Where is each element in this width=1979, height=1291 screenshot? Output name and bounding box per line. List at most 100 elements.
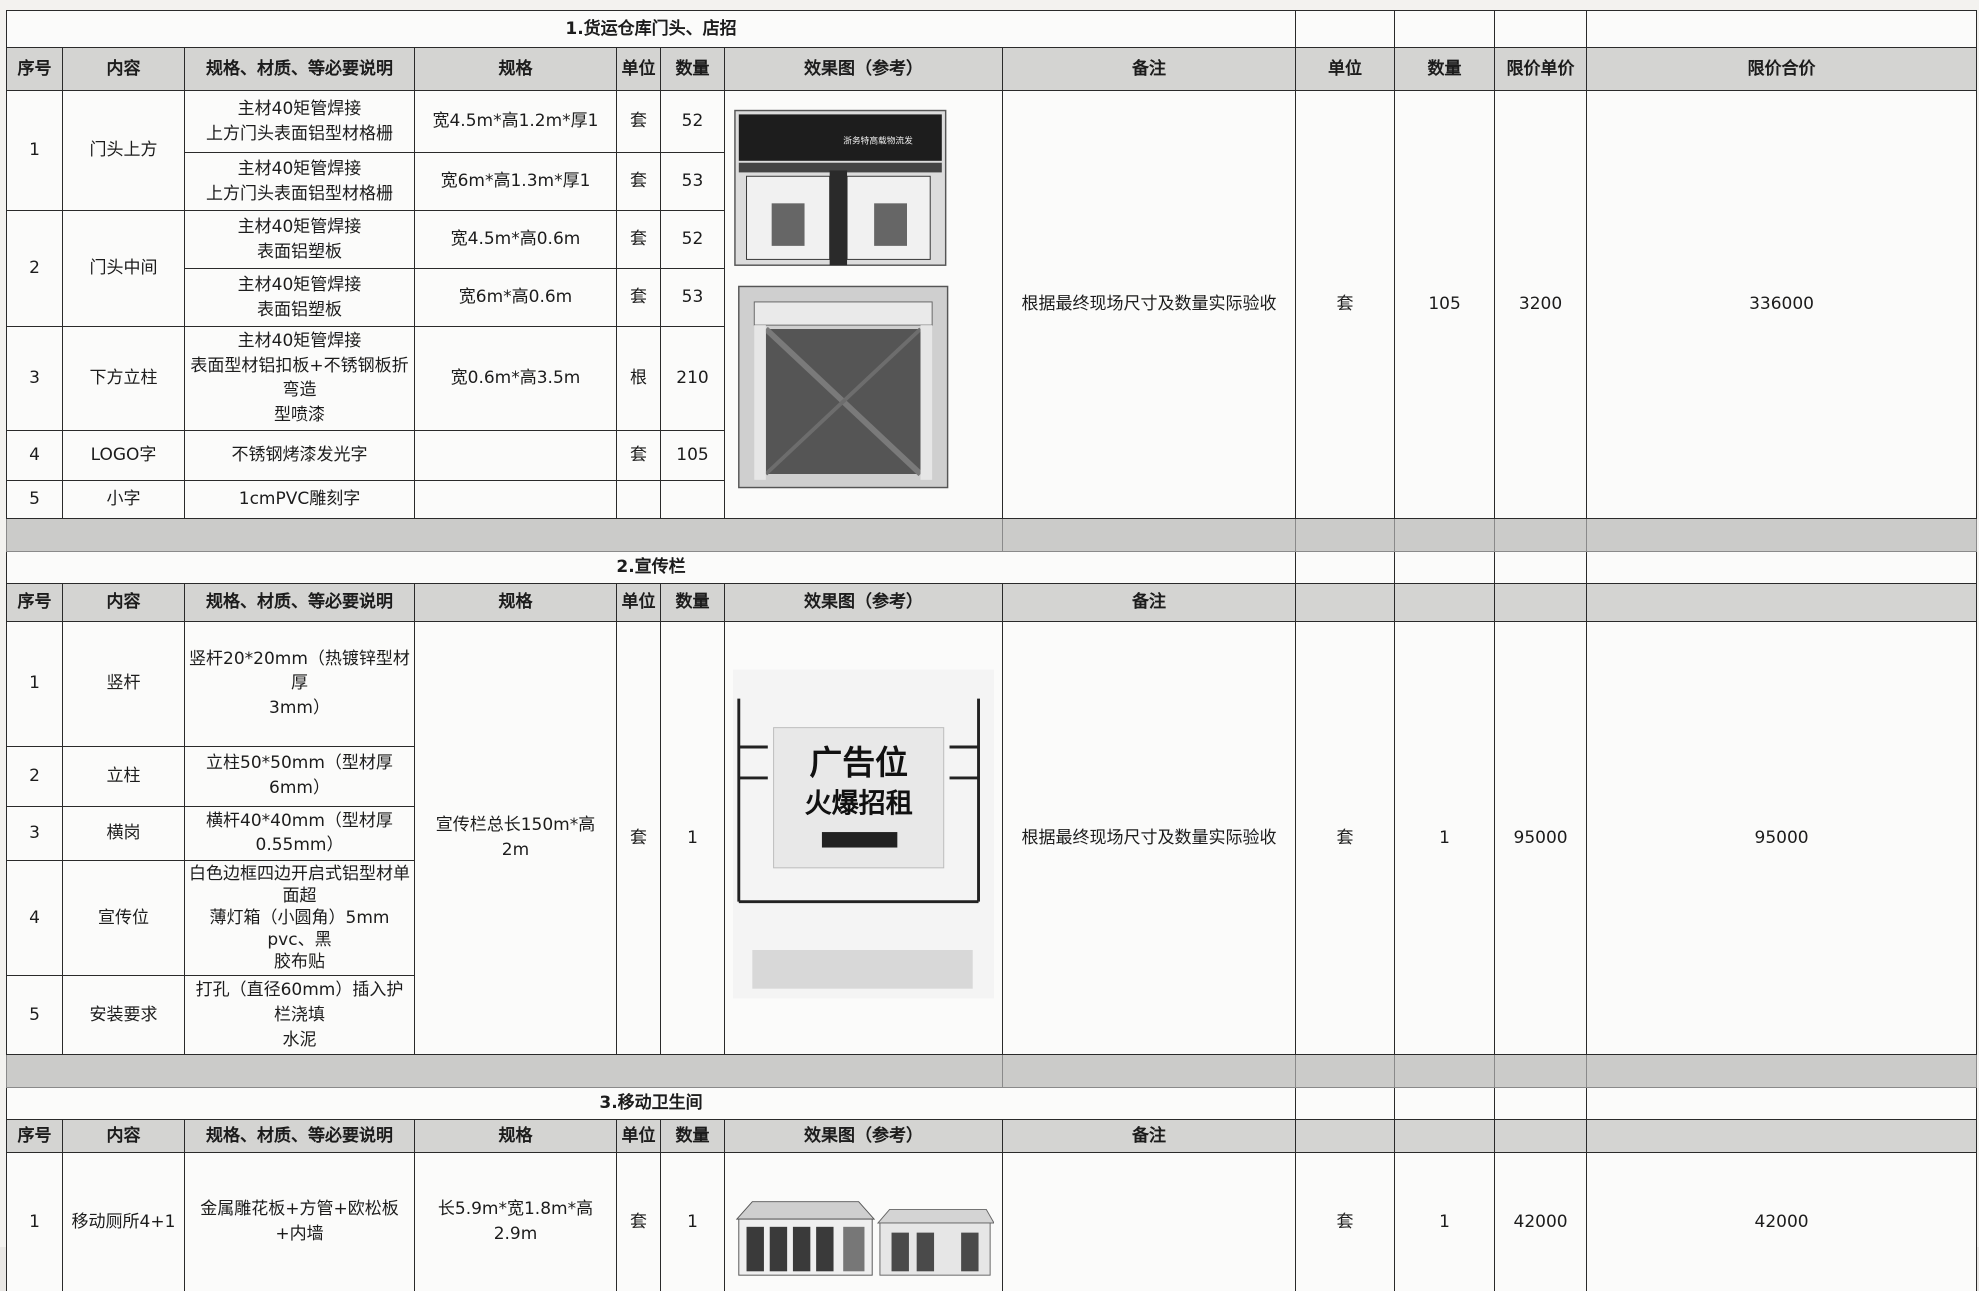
row-spec: 宽4.5m*高1.2m*厚1 (414, 90, 617, 153)
row-qty: 52 (660, 90, 725, 153)
section-separator (6, 1054, 1978, 1089)
row-desc: 竖杆20*20mm（热镀锌型材厚 3mm） (184, 620, 415, 747)
billboard-text-line1: 广告位 (809, 743, 908, 782)
row-content: 下方立柱 (62, 326, 185, 431)
section-separator (6, 517, 1978, 552)
table-row: 3 下方立柱 主材40矩管焊接 表面型材铝扣板+不锈钢板折弯造 型喷漆 宽0.6… (6, 326, 1977, 431)
header-desc: 规格、材质、等必要说明 (184, 47, 415, 91)
row-desc: 主材40矩管焊接 上方门头表面铝型材格栅 (184, 152, 415, 211)
row-qty: 105 (660, 429, 725, 481)
row-no: 3 (6, 805, 63, 861)
row-content: 竖杆 (62, 620, 185, 747)
section1-price: 3200 (1494, 90, 1588, 519)
row-content: 移动厕所4+1 (62, 1152, 185, 1291)
section1-qty2: 105 (1394, 90, 1496, 519)
header-content: 内容 (62, 47, 185, 91)
header-unit: 单位 (616, 582, 661, 622)
header-remark: 备注 (1001, 1119, 1297, 1154)
table-row: 1 移动厕所4+1 金属雕花板+方管+欧松板+内墙 长5.9m*宽1.8m*高 … (6, 1152, 1978, 1291)
row-spec: 长5.9m*宽1.8m*高 2.9m (414, 1152, 617, 1291)
section2-price: 95000 (1494, 620, 1588, 1056)
section3-image-cell (724, 1152, 1003, 1291)
header-unit: 单位 (616, 47, 661, 91)
table-row: 5 小字 1cmPVC雕刻字 (6, 479, 1977, 519)
table-row: 1 门头上方 主材40矩管焊接 上方门头表面铝型材格栅 宽4.5m*高1.2m*… (6, 90, 1978, 519)
row-no: 1 (6, 1152, 63, 1291)
storefront-photo-icon: 浙务特高载物流发 (734, 110, 949, 489)
row-spec (414, 429, 617, 481)
row-unit: 套 (616, 90, 661, 153)
row-desc: 主材40矩管焊接 表面铝塑板 (184, 210, 415, 269)
row-no: 5 (6, 479, 63, 519)
section3-header-row: 序号 内容 规格、材质、等必要说明 规格 单位 数量 效果图（参考） 备注 (6, 1119, 1978, 1154)
row-desc: 立柱50*50mm（型材厚6mm） (184, 745, 415, 807)
table-row: 5 安装要求 打孔（直径60mm）插入护栏浇填 水泥 (6, 975, 1977, 1056)
header-content: 内容 (62, 582, 185, 622)
section3-total: 42000 (1586, 1152, 1978, 1291)
row-desc: 白色边框四边开启式铝型材单面超 薄灯箱（小圆角）5mm pvc、黑 胶布贴 (184, 859, 415, 977)
header-total: 限价合价 (1586, 47, 1978, 91)
header-no: 序号 (6, 47, 63, 91)
table-row: 3 横岗 横杆40*40mm（型材厚 0.55mm） (6, 805, 1977, 861)
row-desc: 主材40矩管焊接 表面铝塑板 (184, 268, 415, 327)
row-unit: 套 (616, 268, 661, 327)
row-qty (660, 479, 725, 519)
row-no: 1 (6, 90, 63, 211)
section1-unit2: 套 (1295, 90, 1396, 519)
header-content: 内容 (62, 1119, 185, 1154)
header-qty: 数量 (660, 1119, 725, 1154)
header-no: 序号 (6, 582, 63, 622)
header-unit: 单位 (616, 1119, 661, 1154)
row-desc: 打孔（直径60mm）插入护栏浇填 水泥 (184, 975, 415, 1056)
section2-unit2: 套 (1295, 620, 1396, 1056)
section2-title: 2.宣传栏 (5, 550, 1297, 584)
header-image: 效果图（参考） (724, 582, 1003, 622)
header-spec: 规格 (414, 582, 617, 622)
row-content: LOGO字 (62, 429, 185, 481)
section3-qty2: 1 (1394, 1152, 1496, 1291)
row-desc: 主材40矩管焊接 上方门头表面铝型材格栅 (184, 90, 415, 153)
header-desc: 规格、材质、等必要说明 (184, 582, 415, 622)
section3-price: 42000 (1494, 1152, 1588, 1291)
section2-remark: 根据最终现场尺寸及数量实际验收 (1001, 620, 1297, 1056)
row-content: 小字 (62, 479, 185, 519)
table-row: 1 竖杆 竖杆20*20mm（热镀锌型材厚 3mm） 宣传栏总长150m*高 2… (6, 620, 1978, 1056)
row-unit (616, 479, 661, 519)
section2-spec: 宣传栏总长150m*高 2m (414, 620, 617, 1056)
row-desc: 不锈钢烤漆发光字 (184, 429, 415, 481)
table-row: 主材40矩管焊接 表面铝塑板 宽6m*高0.6m 套 53 (7, 268, 1977, 327)
row-no: 2 (6, 210, 63, 327)
header-no: 序号 (6, 1119, 63, 1154)
row-content: 安装要求 (62, 975, 185, 1056)
section2-header-row: 序号 内容 规格、材质、等必要说明 规格 单位 数量 效果图（参考） 备注 (6, 582, 1978, 622)
row-spec: 宽4.5m*高0.6m (414, 210, 617, 269)
row-spec: 宽6m*高1.3m*厚1 (414, 152, 617, 211)
section1-title: 1.货运仓库门头、店招 (5, 10, 1297, 48)
row-unit: 套 (616, 429, 661, 481)
header-qty: 数量 (660, 47, 725, 91)
section2-image-cell: 广告位 火爆招租 (724, 620, 1003, 1056)
row-no: 2 (6, 745, 63, 807)
section3-remark (1001, 1152, 1297, 1291)
row-spec: 宽0.6m*高3.5m (414, 326, 617, 431)
row-no: 5 (6, 975, 63, 1056)
section3-unit2: 套 (1295, 1152, 1396, 1291)
row-desc: 1cmPVC雕刻字 (184, 479, 415, 519)
section2-qty: 1 (660, 620, 725, 1056)
section1-title-row: 1.货运仓库门头、店招 (5, 10, 1978, 48)
section1-remark: 根据最终现场尺寸及数量实际验收 (1001, 90, 1297, 519)
section1-image-cell: 浙务特高载物流发 (724, 90, 1003, 519)
row-no: 1 (6, 620, 63, 747)
row-unit: 根 (616, 326, 661, 431)
section1-header-row: 序号 内容 规格、材质、等必要说明 规格 单位 数量 效果图（参考） 备注 单位… (6, 47, 1978, 91)
row-unit: 套 (616, 152, 661, 211)
header-remark: 备注 (1001, 47, 1297, 91)
header-qty: 数量 (660, 582, 725, 622)
row-no: 4 (6, 859, 63, 977)
row-content: 立柱 (62, 745, 185, 807)
header-unit2: 单位 (1295, 47, 1396, 91)
storefront-sign-text: 浙务特高载物流发 (843, 135, 913, 147)
row-qty: 1 (660, 1152, 725, 1291)
section2-total: 95000 (1586, 620, 1978, 1056)
